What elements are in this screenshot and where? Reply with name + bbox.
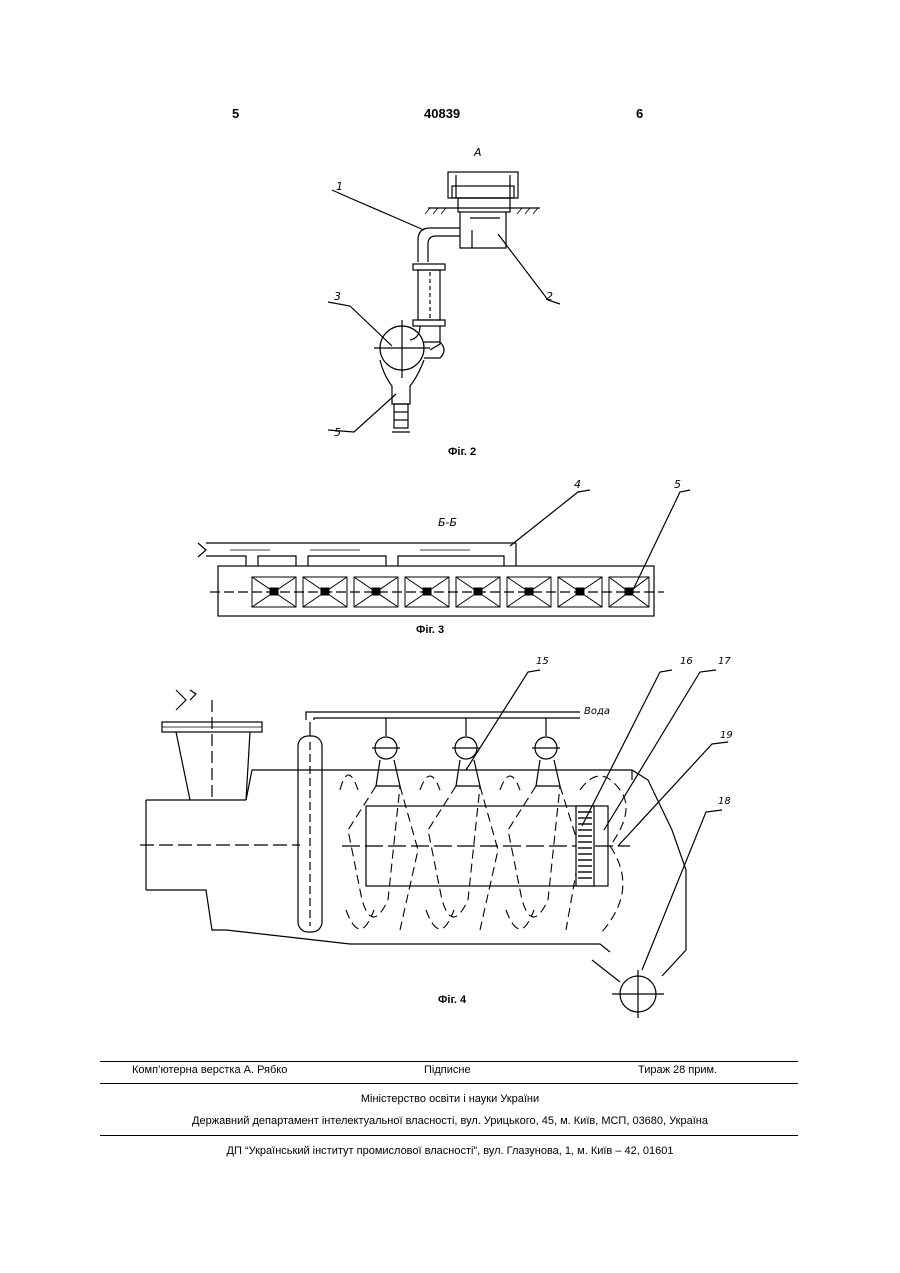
fig4-label-15: 15 bbox=[536, 656, 549, 667]
footer-ministry: Міністерство освіти і науки України bbox=[0, 1093, 900, 1105]
footer-typesetting: Комп’ютерна верстка А. Рябко bbox=[132, 1064, 287, 1076]
fig4-label-17: 17 bbox=[718, 656, 731, 667]
footer-institute: ДП “Український інститут промислової вла… bbox=[0, 1145, 900, 1157]
fig4-label-18: 18 bbox=[718, 796, 731, 807]
footer-rule-top bbox=[100, 1061, 798, 1062]
footer-subscription: Підписне bbox=[424, 1064, 471, 1076]
fig4-caption: Фіг. 4 bbox=[438, 994, 466, 1006]
footer-rule-middle bbox=[100, 1083, 798, 1084]
footer-circulation: Тираж 28 прим. bbox=[638, 1064, 717, 1076]
fig4-label-19: 19 bbox=[720, 730, 733, 741]
footer-rule-bottom bbox=[100, 1135, 798, 1136]
footer-department: Державний департамент інтелектуальної вл… bbox=[0, 1115, 900, 1127]
figure-4-drawing: Вода bbox=[0, 0, 900, 1040]
fig4-label-16: 16 bbox=[680, 656, 693, 667]
fig4-water-label: Вода bbox=[584, 706, 610, 717]
